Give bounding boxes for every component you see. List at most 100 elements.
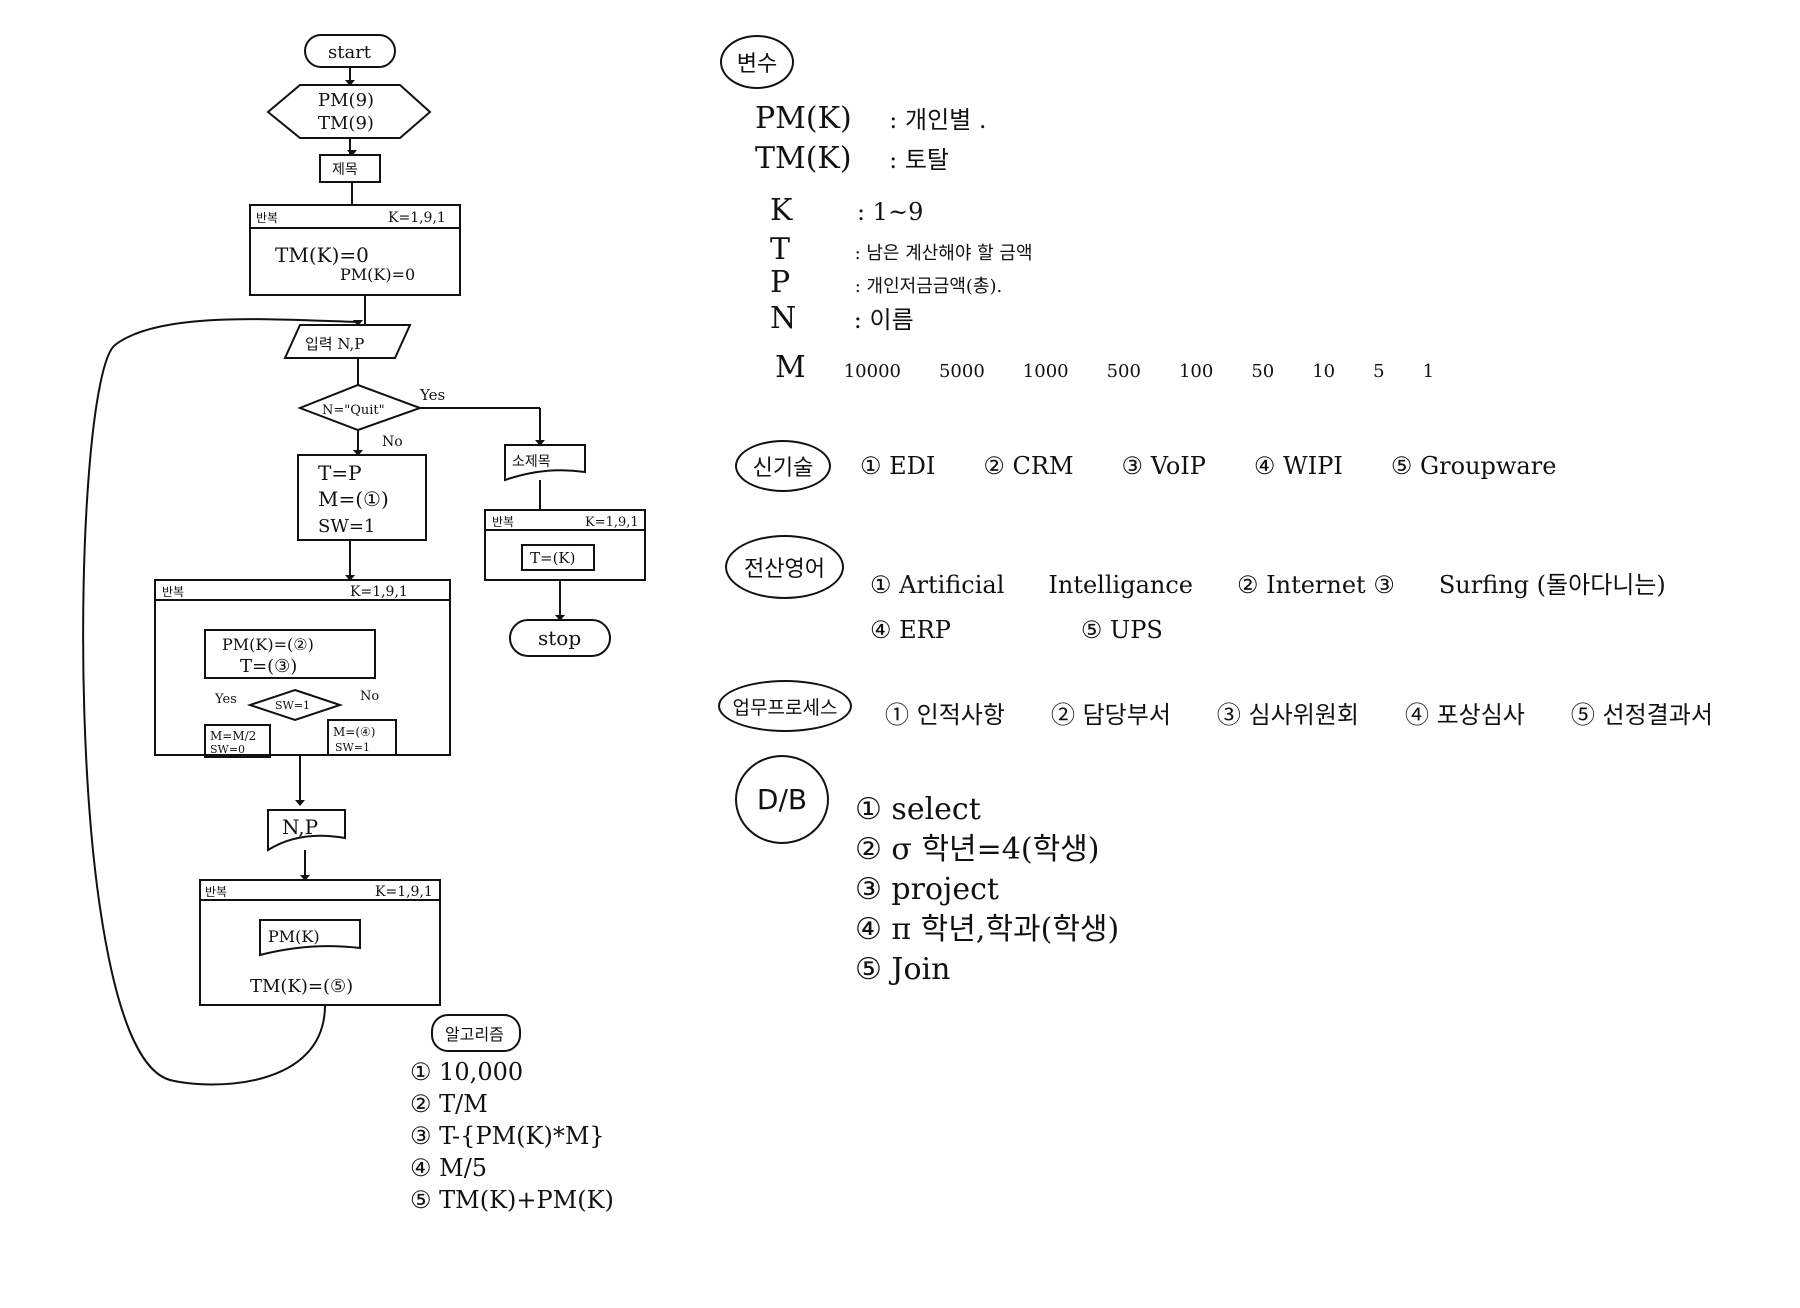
var-row-tm: TM(K) : 토탈	[755, 140, 949, 176]
assign-line1: T=P	[318, 461, 362, 485]
computing-item: ② Internet ③	[1236, 571, 1395, 599]
loop1-line2: PM(K)=0	[340, 265, 415, 284]
m-value: 5	[1373, 361, 1385, 382]
loop2-inner-box	[204, 629, 376, 679]
loop2-line1: PM(K)=(②)	[222, 635, 314, 654]
db-item: ④ π 학년,학과(학생)	[855, 912, 1120, 947]
new-tech-item: ① EDI	[860, 452, 936, 480]
loop2-line2: T=(③)	[240, 656, 297, 677]
right-loop-box	[484, 509, 646, 581]
loop2-label: 반복	[162, 585, 184, 599]
output-label: N,P	[282, 815, 318, 839]
computing-title-circle: 전산영어	[725, 535, 844, 599]
var-name: P	[770, 265, 791, 300]
m-value: 10	[1312, 361, 1336, 382]
var-row-t: T : 남은 계산해야 할 금액	[770, 232, 1033, 267]
loop3-range: K=1,9,1	[375, 884, 433, 900]
no-label: No	[382, 434, 403, 450]
right-title-box	[504, 444, 586, 482]
computing-row1: ① Artificial Intelligance ② Internet ③ S…	[870, 565, 1666, 600]
assign-box	[297, 454, 427, 541]
var-desc: : 1~9	[856, 198, 924, 226]
sw-yes-label: Yes	[214, 692, 237, 707]
assign-line3: SW=1	[318, 516, 375, 537]
new-tech-item: ⑤ Groupware	[1390, 452, 1557, 480]
loop2-box	[154, 579, 451, 756]
yes-label: Yes	[419, 386, 445, 404]
right-loop-label: 반복	[492, 515, 514, 529]
right-out-label: T=(K)	[530, 549, 575, 567]
loop3-box	[199, 879, 441, 1006]
loop3-label: 반복	[205, 885, 227, 899]
loop1-label: 반복	[256, 211, 278, 225]
m-value: 10000	[843, 361, 901, 382]
m-value: 1000	[1022, 361, 1069, 382]
var-name: N	[770, 301, 797, 336]
db-item: ② σ 학년=4(학생)	[855, 832, 1100, 867]
computing-item: Intelligance	[1048, 571, 1193, 599]
sw-yes-box2: SW=0	[210, 743, 245, 756]
algo-item-2: ② T/M	[410, 1090, 488, 1118]
process-items: ① 인적사항 ② 담당부서 ③ 심사위원회 ④ 포상심사 ⑤ 선정결과서	[885, 695, 1713, 730]
var-desc: : 개인별 .	[889, 106, 987, 134]
decl-line1: PM(9)	[318, 90, 374, 111]
var-row-p: P : 개인저금금액(총).	[770, 265, 1002, 300]
sw-no-box	[327, 719, 397, 756]
m-value: 50	[1251, 361, 1275, 382]
sw-yes-box	[204, 724, 271, 758]
loop1-range: K=1,9,1	[388, 210, 446, 226]
sw-no-box1: M=(④)	[333, 725, 375, 739]
m-value: 100	[1178, 361, 1214, 382]
decision-label: N="Quit"	[322, 403, 385, 418]
stop-label: stop	[538, 626, 581, 650]
var-name: T	[770, 232, 791, 267]
new-tech-title-circle: 신기술	[735, 440, 831, 492]
var-row-n: N : 이름	[770, 300, 914, 336]
algo-item-3: ③ T-{PM(K)*M}	[410, 1122, 605, 1150]
decl-line2: TM(9)	[318, 113, 374, 134]
right-out-box	[521, 544, 595, 571]
variables-title: 변수	[736, 52, 778, 77]
db-item: ③ project	[855, 872, 999, 907]
sw-decision	[246, 688, 344, 722]
process-item: ④ 포상심사	[1404, 701, 1525, 729]
new-tech-item: ③ VoIP	[1121, 452, 1206, 480]
algorithm-title: 알고리즘	[445, 1025, 504, 1044]
m-value: 5000	[938, 361, 985, 382]
start-label: start	[328, 42, 372, 63]
new-tech-item: ② CRM	[983, 452, 1074, 480]
var-name: TM(K)	[755, 141, 852, 176]
new-tech-title: 신기술	[752, 456, 814, 481]
right-title-label: 소제목	[512, 454, 551, 470]
db-items: ① select ② σ 학년=4(학생) ③ project ④ π 학년,학…	[855, 790, 1119, 990]
algo-item-1: ① 10,000	[410, 1058, 523, 1086]
process-item: ③ 심사위원회	[1216, 701, 1359, 729]
db-title-circle: D/B	[735, 755, 829, 844]
output-shape	[267, 809, 346, 852]
computing-item: ⑤ UPS	[1080, 616, 1163, 644]
db-item: ⑤ Join	[855, 952, 951, 987]
m-name: M	[775, 350, 806, 385]
loop1-box	[249, 204, 461, 296]
process-item: ① 인적사항	[885, 701, 1005, 729]
sw-no-box2: SW=1	[335, 741, 370, 754]
var-desc: : 남은 계산해야 할 금액	[854, 243, 1033, 264]
sw-decision-label: SW=1	[275, 699, 310, 712]
m-value: 500	[1106, 361, 1141, 382]
loop3-out-label: PM(K)	[268, 927, 320, 946]
computing-item: ① Artificial	[870, 571, 1005, 599]
process-item: ⑤ 선정결과서	[1570, 701, 1713, 729]
sw-yes-box1: M=M/2	[210, 729, 256, 743]
algo-item-4: ④ M/5	[410, 1154, 487, 1182]
computing-row2: ④ ERP ⑤ UPS	[870, 616, 1163, 644]
var-name: K	[770, 193, 793, 228]
declaration-shape	[266, 84, 432, 139]
m-value: 1	[1422, 361, 1435, 382]
algorithm-title-oval	[431, 1014, 521, 1052]
var-name: PM(K)	[755, 101, 852, 136]
db-title: D/B	[756, 783, 808, 816]
loop2-range: K=1,9,1	[350, 584, 408, 600]
var-desc: : 이름	[853, 306, 914, 334]
right-loop-range: K=1,9,1	[585, 515, 639, 530]
